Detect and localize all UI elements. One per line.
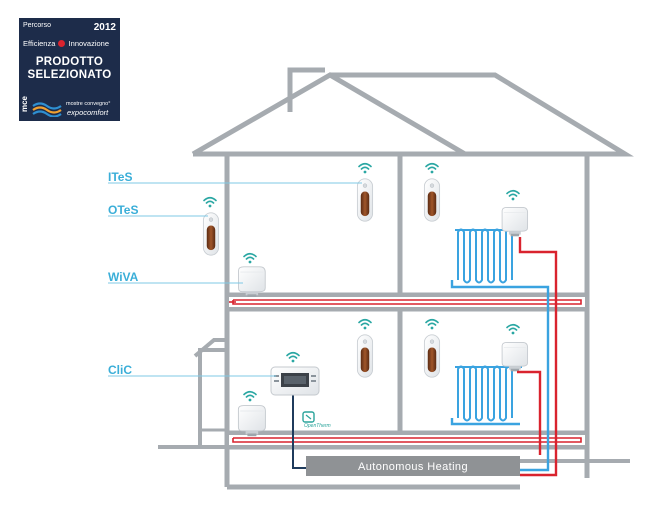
badge-percorso: Percorso: [23, 22, 52, 29]
house-walls: [158, 155, 630, 490]
wifi-icon: [506, 189, 520, 201]
ites-lower-right: [423, 318, 441, 378]
opentherm-connection: OpenTherm: [292, 392, 331, 469]
clic-thermostat: [270, 351, 320, 396]
wifi-icon: [425, 318, 439, 330]
award-badge: Percorso 2012 Efficienza Innovazione PRO…: [19, 18, 120, 121]
wifi-icon: [358, 162, 372, 174]
underfloor-heating-upper: [229, 297, 585, 307]
badge-mce: mce: [20, 95, 29, 112]
badge-title-line1: PRODOTTO: [35, 56, 104, 68]
wifi-icon: [506, 323, 520, 335]
wiva-device-upper: [238, 252, 266, 297]
badge-expocomfort: expocomfort: [67, 108, 109, 117]
wifi-icon: [286, 351, 300, 363]
wifi-icon: [203, 196, 217, 208]
wifi-icon: [243, 390, 257, 402]
wiva-device-lower: [237, 390, 266, 437]
badge-year: 2012: [93, 22, 116, 33]
badge-mostre: mostre convegno°: [66, 101, 111, 107]
label-clic: CliC: [108, 363, 132, 377]
ites-upper-left: [356, 162, 374, 222]
label-wiva: WiVA: [108, 270, 139, 284]
ites-lower-left: [356, 318, 374, 378]
label-ites: ITeS: [108, 170, 133, 184]
autonomous-heating-label: Autonomous Heating: [358, 461, 468, 473]
ites-upper-right: [423, 162, 441, 222]
badge-title-line2: SELEZIONATO: [27, 69, 112, 81]
wifi-icon: [243, 252, 257, 264]
badge-dot-icon: [58, 40, 66, 47]
badge-efficienza: Efficienza: [23, 39, 56, 48]
autonomous-heating-box: Autonomous Heating: [306, 456, 520, 476]
badge-efficiency-line: Efficienza Innovazione: [23, 39, 109, 48]
otes-device: [202, 196, 220, 256]
badge-innovazione: Innovazione: [68, 39, 110, 48]
label-leaders: [108, 182, 362, 377]
radiator-lower: [450, 341, 542, 455]
wifi-icon: [358, 318, 372, 330]
wifi-icon: [425, 162, 439, 174]
radiator-upper: [450, 206, 558, 477]
roof: [191, 67, 634, 157]
opentherm-label: OpenTherm: [304, 423, 331, 429]
badge-title: PRODOTTO SELEZIONATO: [19, 56, 120, 82]
label-otes: OTeS: [108, 203, 139, 217]
wave-logo-icon: [32, 102, 62, 117]
underfloor-heating-lower: [229, 435, 585, 445]
